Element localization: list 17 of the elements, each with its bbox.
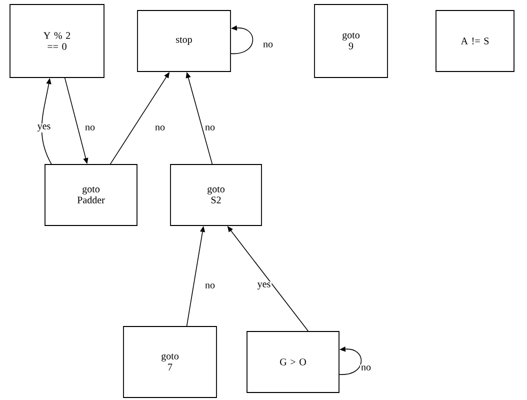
process-box: goto Padder bbox=[44, 164, 138, 226]
process-box: A != S bbox=[436, 10, 514, 72]
process-box: goto S2 bbox=[170, 164, 262, 226]
edge-label: no bbox=[84, 124, 96, 132]
edge-label: yes bbox=[256, 282, 272, 290]
edge-label: no bbox=[204, 124, 216, 132]
edge-label: no bbox=[360, 364, 372, 372]
arrow bbox=[339, 346, 362, 375]
process-box: goto 9 bbox=[314, 4, 388, 78]
process-box: goto 7 bbox=[123, 326, 217, 398]
edge-label: no bbox=[204, 282, 216, 290]
edge-label: no bbox=[154, 124, 166, 132]
edge-label: no bbox=[262, 42, 274, 48]
process-box: Y % 2 == 0 bbox=[10, 4, 104, 78]
process-box: stop bbox=[137, 10, 231, 72]
process-box: G > O bbox=[246, 331, 340, 393]
edge-label: yes bbox=[36, 124, 52, 132]
